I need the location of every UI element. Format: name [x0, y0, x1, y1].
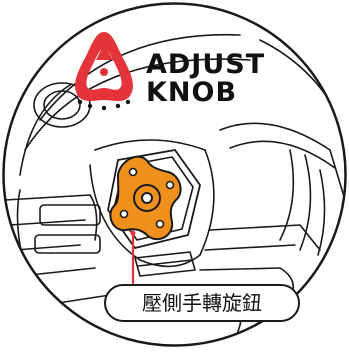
brand-title-line-2: KNOB	[146, 77, 238, 108]
callout-leader	[130, 230, 136, 288]
brand-title-line-1: ADJUST	[146, 49, 266, 80]
knob-center-ring	[133, 184, 161, 212]
knob-dot-2	[165, 180, 175, 190]
knob-dot-1	[128, 167, 138, 177]
knob-dot-4	[119, 209, 129, 219]
knob-center-dot	[141, 192, 153, 204]
knob-dot-3	[155, 219, 165, 229]
callout-label: 壓側手轉旋鈕	[104, 284, 300, 322]
adjust-knob-icon	[75, 32, 133, 111]
adjust-knob	[109, 155, 182, 241]
